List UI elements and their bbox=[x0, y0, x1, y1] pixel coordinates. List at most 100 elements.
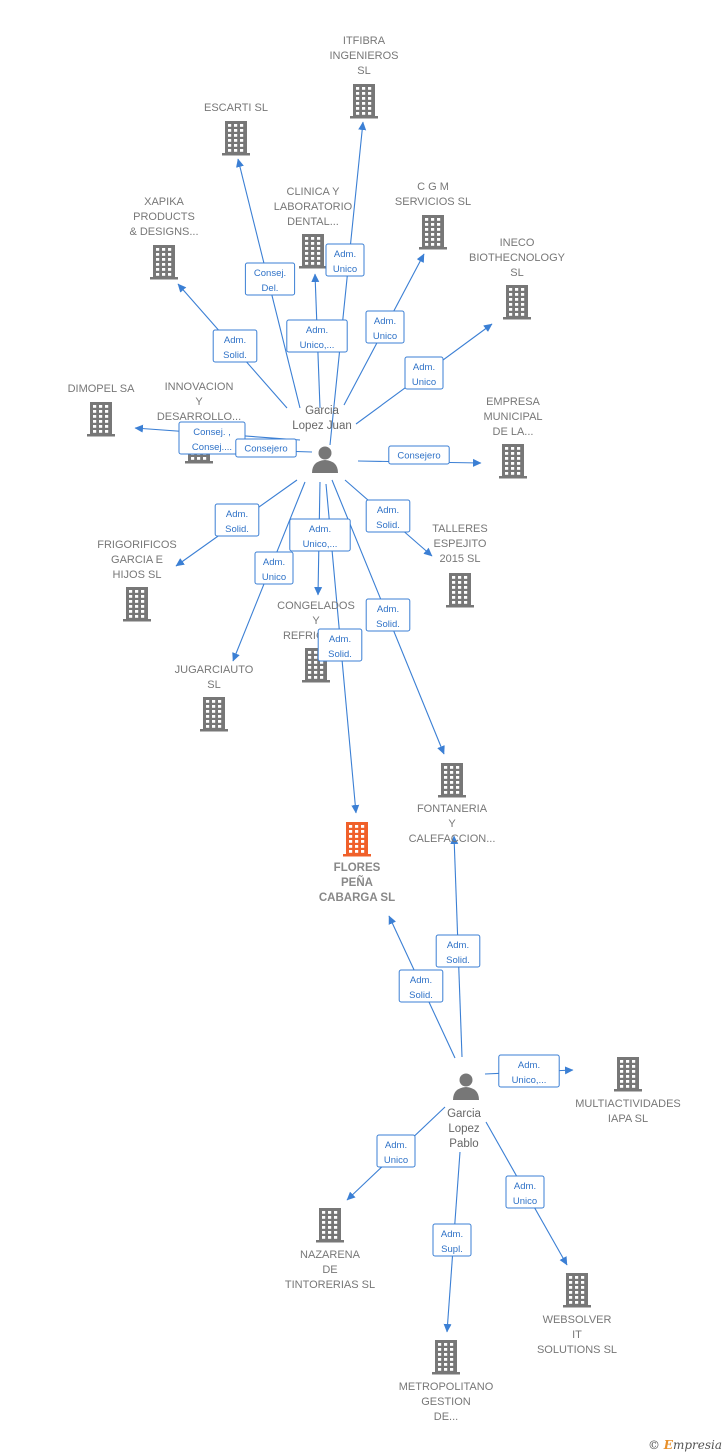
company-label-line: SL bbox=[510, 267, 523, 279]
company-label-line: GARCIA E bbox=[111, 554, 163, 566]
relation-label-p1-congelados[interactable]: Adm. Unico,... bbox=[289, 518, 351, 552]
person-icon-p1[interactable] bbox=[312, 446, 338, 474]
relation-label-p1-dimopel[interactable]: Consej. ,Consej.... bbox=[178, 421, 246, 455]
company-label-line: METROPOLITANO bbox=[399, 1381, 494, 1393]
company-label-line: CLINICA Y bbox=[287, 186, 341, 198]
building-icon-jugarciauto[interactable] bbox=[200, 697, 228, 732]
company-label-line: & DESIGNS... bbox=[129, 226, 198, 238]
relation-label-text: Unico bbox=[262, 572, 286, 583]
company-label-line: XAPIKA bbox=[144, 196, 184, 208]
company-label-line: BIOTHECNOLOGY bbox=[469, 252, 566, 264]
relation-label-text: Adm. bbox=[413, 362, 435, 373]
building-icon-nazarena[interactable] bbox=[316, 1208, 344, 1243]
relation-label-text: Consej. bbox=[254, 268, 286, 279]
relation-label-p1-clinica[interactable]: Adm.Unico,... bbox=[286, 319, 348, 353]
person-icon-p2[interactable] bbox=[453, 1073, 479, 1101]
relation-label-text: Consejero bbox=[397, 451, 440, 462]
building-icon-empresa[interactable] bbox=[499, 444, 527, 479]
relation-label-p2-websolver[interactable]: Adm.Unico bbox=[505, 1175, 545, 1209]
relation-label-p2-metropolitano[interactable]: Adm.Supl. bbox=[432, 1223, 472, 1257]
relation-label-p1-flores[interactable]: Adm.Solid. bbox=[317, 628, 363, 662]
relation-label-text: Unico,... bbox=[512, 1075, 547, 1086]
relation-label-text: Adm. bbox=[329, 634, 351, 645]
company-label-line: IAPA SL bbox=[608, 1113, 648, 1125]
relation-label-p1-itfibra[interactable]: Adm. Unico bbox=[325, 243, 365, 277]
relation-label-text: Solid. bbox=[446, 955, 470, 966]
company-label-line: ITFIBRA bbox=[343, 35, 386, 47]
company-label-line: INECO bbox=[500, 237, 535, 249]
relation-label-p1-fontaneria[interactable]: Adm.Solid. bbox=[365, 598, 411, 632]
building-icon-cgm[interactable] bbox=[419, 215, 447, 250]
relation-label-text: Adm. bbox=[263, 557, 285, 568]
building-icon-ineco[interactable] bbox=[503, 285, 531, 320]
relation-label-p2-multiactividades[interactable]: Adm.Unico,... bbox=[498, 1054, 560, 1088]
relation-label-p1-talleres[interactable]: Adm.Solid. bbox=[365, 499, 411, 533]
relation-label-p1-empresa[interactable]: Consejero bbox=[388, 445, 450, 465]
relation-label-p1-ineco[interactable]: Adm. Unico bbox=[404, 356, 444, 390]
company-label-line: PRODUCTS bbox=[133, 211, 195, 223]
relation-label-p1-jugarciauto[interactable]: Adm. Unico bbox=[254, 551, 294, 585]
relation-label-text: Unico bbox=[333, 264, 357, 275]
relation-label-text: Adm. bbox=[334, 249, 356, 260]
relation-label-text: Adm. bbox=[226, 509, 248, 520]
relation-label-p1-cgm[interactable]: Adm.Unico bbox=[365, 310, 405, 344]
company-label-line: INGENIEROS bbox=[329, 50, 398, 62]
building-icon-metropolitano[interactable] bbox=[432, 1340, 460, 1375]
building-icon-multiactividades[interactable] bbox=[614, 1057, 642, 1092]
company-label-line: TINTORERIAS SL bbox=[285, 1279, 375, 1291]
relation-label-text: Adm. bbox=[309, 524, 331, 535]
building-icon-clinica[interactable] bbox=[299, 234, 327, 269]
relation-label-p2-nazarena[interactable]: Adm.Unico bbox=[376, 1134, 416, 1168]
relation-label-p2-flores[interactable]: Adm.Solid. bbox=[398, 969, 444, 1003]
company-label-escarti[interactable]: ESCARTI SL bbox=[204, 102, 268, 114]
building-icon-fontaneria[interactable] bbox=[438, 763, 466, 798]
empresia-brand[interactable]: © Empresia bbox=[648, 1438, 722, 1452]
company-label-line: CABARGA SL bbox=[319, 892, 395, 904]
company-label-line: TALLERES bbox=[432, 523, 487, 535]
edge-p1-itfibra bbox=[329, 121, 367, 446]
company-label-line: 2015 SL bbox=[440, 553, 481, 565]
relation-label-text: Unico,... bbox=[303, 539, 338, 550]
building-icon-dimopel[interactable] bbox=[87, 402, 115, 437]
building-icon-escarti[interactable] bbox=[222, 121, 250, 156]
building-icon-xapika[interactable] bbox=[150, 245, 178, 280]
building-icon-talleres[interactable] bbox=[446, 573, 474, 608]
relation-label-p1-innovacion[interactable]: Consejero bbox=[235, 438, 297, 458]
relation-label-text: Unico bbox=[412, 377, 436, 388]
relation-label-p1-escarti[interactable]: Consej.Del. bbox=[244, 262, 296, 296]
company-label-line: SERVICIOS SL bbox=[395, 196, 471, 208]
person-name-line: Garcia bbox=[305, 405, 339, 417]
person-name-line: Lopez Juan bbox=[292, 420, 351, 432]
company-label-ineco[interactable]: INECO BIOTHECNOLOGY SL bbox=[469, 237, 566, 279]
relation-label-p1-xapika[interactable]: Adm.Solid. bbox=[212, 329, 258, 363]
building-icon-websolver[interactable] bbox=[563, 1273, 591, 1308]
relation-label-p1-frigorificos[interactable]: Adm.Solid. bbox=[214, 503, 260, 537]
company-label-xapika[interactable]: XAPIKA PRODUCTS & DESIGNS... bbox=[129, 196, 198, 238]
relation-label-p2-fontaneria[interactable]: Adm.Solid. bbox=[435, 934, 481, 968]
building-icon-flores[interactable] bbox=[343, 822, 371, 857]
building-icon-itfibra[interactable] bbox=[350, 84, 378, 119]
company-label-line: DE LA... bbox=[493, 426, 534, 438]
building-icon-frigorificos[interactable] bbox=[123, 587, 151, 622]
company-label-dimopel[interactable]: DIMOPEL SA bbox=[68, 383, 135, 395]
company-label-line: CALEFACCION... bbox=[409, 833, 496, 845]
company-label-line: FLORES bbox=[334, 862, 381, 874]
relation-label-text: Adm. bbox=[374, 316, 396, 327]
